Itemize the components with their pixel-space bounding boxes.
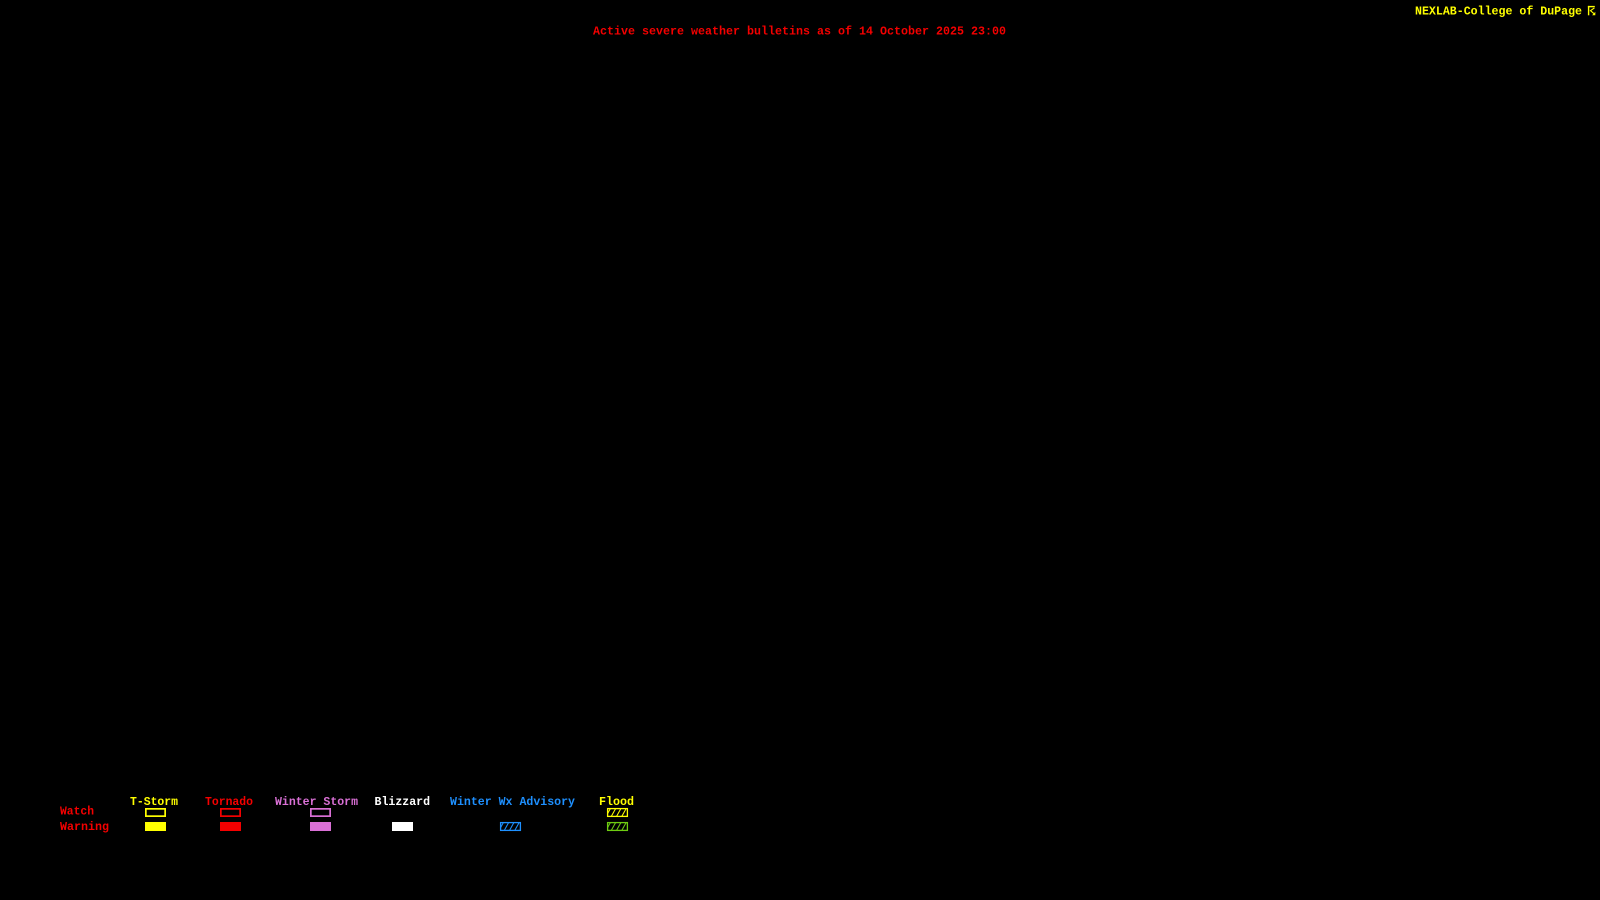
svg-text:Warning: Warning	[60, 820, 109, 834]
svg-text:NEXLAB-College of DuPage: NEXLAB-College of DuPage	[1415, 5, 1582, 19]
svg-text:Watch: Watch	[60, 805, 94, 819]
svg-text:Winter Wx Advisory: Winter Wx Advisory	[450, 795, 575, 809]
svg-text:T-Storm: T-Storm	[130, 795, 178, 809]
svg-text:Active severe weather bulletin: Active severe weather bulletins as of 14…	[593, 25, 1006, 39]
svg-text:Blizzard: Blizzard	[375, 795, 431, 809]
svg-text:Winter Storm: Winter Storm	[275, 795, 358, 809]
svg-text:Flood: Flood	[599, 795, 634, 809]
svg-text:Tornado: Tornado	[205, 795, 253, 809]
